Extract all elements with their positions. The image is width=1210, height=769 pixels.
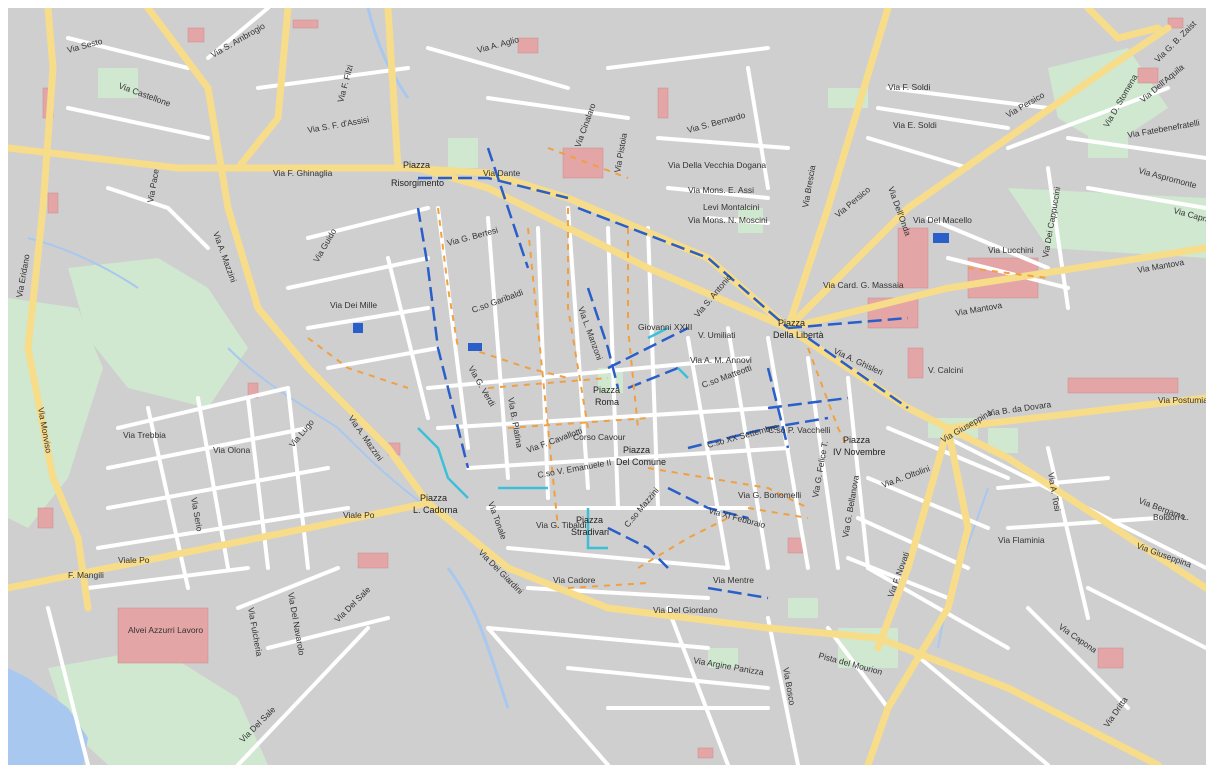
label-viale-po-2: Viale Po xyxy=(343,510,375,520)
city-map[interactable]: Via Sesto Via S. Ambrogio Via Castellone… xyxy=(8,8,1206,765)
minor-roads xyxy=(46,8,1206,765)
label-piazza-risorgimento-2: Risorgimento xyxy=(391,178,444,188)
label-piazza-cadorna-1: Piazza xyxy=(420,493,447,503)
label-via-trebbia: Via Trebbia xyxy=(123,430,166,440)
label-via-del-giordano: Via Del Giordano xyxy=(653,605,718,615)
label-via-mons-n-moscini: Via Mons. N. Moscini xyxy=(688,215,768,225)
label-via-card-g-massaia: Via Card. G. Massaia xyxy=(823,280,904,290)
label-v-umiliati: V. Umiliati xyxy=(698,330,736,340)
label-piazza-roma-1: Piazza xyxy=(593,385,620,395)
label-via-postumia: Via Postumia xyxy=(1158,395,1206,405)
label-via-del-macello: Via Del Macello xyxy=(913,215,972,225)
cycle-lanes-orange xyxy=(307,147,1049,589)
label-via-g-tibaldi: Via G. Tibaldi xyxy=(536,520,587,530)
cycle-lanes-dark xyxy=(416,147,909,600)
label-via-cadore: Via Cadore xyxy=(553,575,596,585)
label-via-e-soldi: Via E. Soldi xyxy=(893,120,937,130)
label-piazza-risorgimento-1: Piazza xyxy=(403,160,430,170)
cycle-lanes-cyan xyxy=(417,326,689,550)
label-via-lucchini: Via Lucchini xyxy=(988,245,1034,255)
water xyxy=(8,8,989,765)
major-roads xyxy=(8,8,1206,765)
label-via-a-m-annovi: Via A. M. Annovi xyxy=(690,355,752,365)
label-via-mentre: Via Mentre xyxy=(713,575,754,585)
label-via-f-soldi: Via F. Soldi xyxy=(888,82,930,92)
label-piazza-della-liberta-1: Piazza xyxy=(778,318,805,328)
label-piazza-iv-novembre-1: Piazza xyxy=(843,435,870,445)
label-via-dante: Via Dante xyxy=(483,168,520,178)
label-piazza-iv-novembre-2: IV Novembre xyxy=(833,447,886,457)
label-piazza-della-liberta-2: Della Libertà xyxy=(773,330,824,340)
green-areas xyxy=(8,48,1206,765)
label-via-g-bonomelli: Via G. Bonomelli xyxy=(738,490,801,500)
label-boldori-l: Boldori L. xyxy=(1153,512,1189,522)
label-via-mons-e-assi: Via Mons. E. Assi xyxy=(688,185,754,195)
label-corso-cavour: Corso Cavour xyxy=(573,432,626,442)
label-piazza-roma-2: Roma xyxy=(595,397,619,407)
label-v-calcini: V. Calcini xyxy=(928,365,963,375)
label-via-dei-mille: Via Dei Mille xyxy=(330,300,377,310)
label-piazza-stradivari-2: Stradivari xyxy=(571,527,609,537)
label-piazza-giovanni: Giovanni XXIII xyxy=(638,322,692,332)
label-via-flaminia: Via Flaminia xyxy=(998,535,1045,545)
label-via-della-vecchia-dogana: Via Della Vecchia Dogana xyxy=(668,160,766,170)
label-levi-montalcini: Levi Montalcini xyxy=(703,202,759,212)
blue-parcels xyxy=(353,233,949,351)
buildings xyxy=(37,17,1184,759)
label-altre-agogna: Alvei Azzurri Lavoro xyxy=(128,625,203,635)
label-piazza-del-comune-2: Del Comune xyxy=(616,457,666,467)
label-piazza-stradivari-1: Piazza xyxy=(576,515,603,525)
label-viale-po: Viale Po xyxy=(118,555,150,565)
label-via-f-mangili: F. Mangili xyxy=(68,570,104,580)
label-via-f-ghinaglia: Via F. Ghinaglia xyxy=(273,168,333,178)
label-via-olona: Via Olona xyxy=(213,445,250,455)
label-piazza-cadorna-2: L. Cadorna xyxy=(413,505,458,515)
label-c-so-p-vacchelli: C.so P. Vacchelli xyxy=(768,425,831,435)
label-piazza-del-comune-1: Piazza xyxy=(623,445,650,455)
